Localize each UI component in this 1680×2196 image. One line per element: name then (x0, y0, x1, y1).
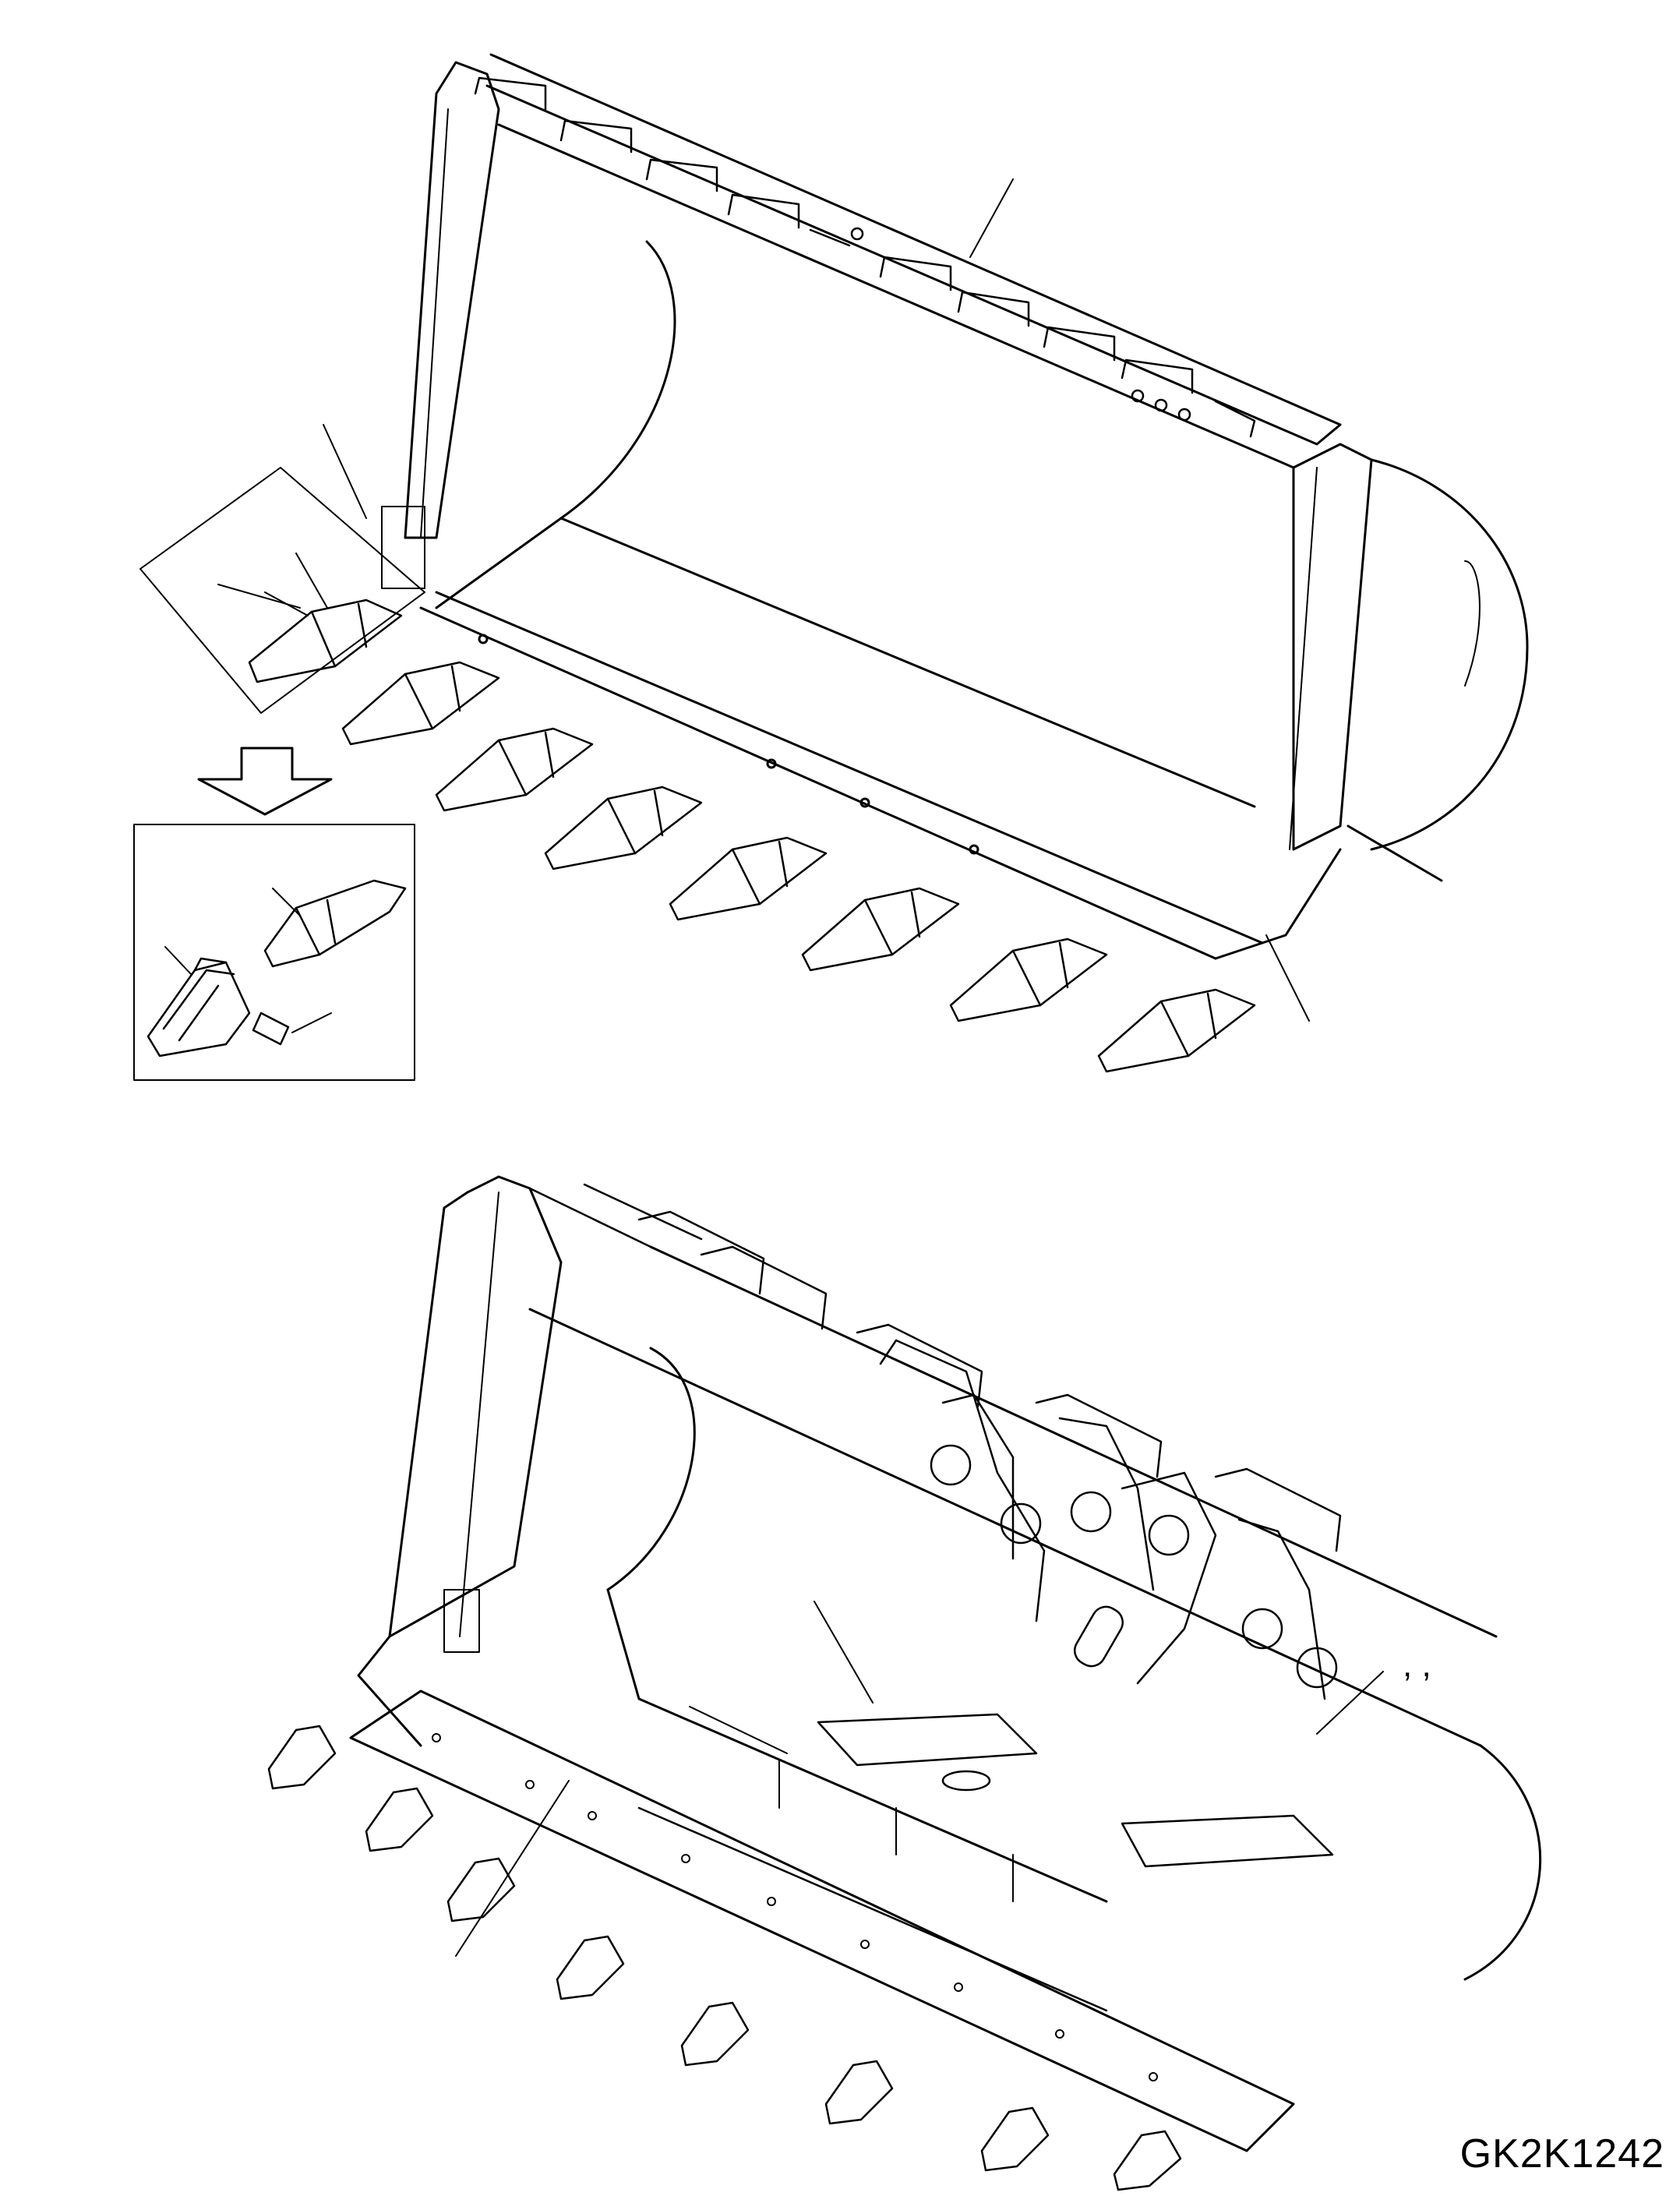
top-ribs (474, 76, 1256, 438)
tooth-6 (801, 887, 960, 972)
upper-leader-lines (217, 178, 1310, 1022)
tooth-detail-inset (133, 824, 415, 1081)
tooth-3 (435, 727, 594, 812)
upper-bucket (381, 53, 1529, 960)
tooth-5 (669, 836, 828, 921)
lower-bucket (267, 1175, 1542, 2191)
tooth-8 (1097, 988, 1256, 1073)
edge-bolts (432, 1733, 1158, 2081)
tooth-7 (949, 937, 1108, 1022)
drawing-code-label: GK2K1242 (1459, 2131, 1664, 2177)
tooth-1 (248, 598, 403, 683)
upper-teeth (248, 598, 1256, 1073)
tooth-2 (341, 661, 500, 746)
lower-leader-lines (455, 1601, 1384, 1957)
annotation-commas: , , (1403, 1646, 1431, 1684)
lower-teeth (267, 1725, 1182, 2191)
detail-callout-frame (139, 467, 425, 714)
hinge-brackets (879, 1339, 1338, 1792)
down-arrow-icon (197, 747, 333, 816)
tooth-4 (544, 786, 703, 870)
